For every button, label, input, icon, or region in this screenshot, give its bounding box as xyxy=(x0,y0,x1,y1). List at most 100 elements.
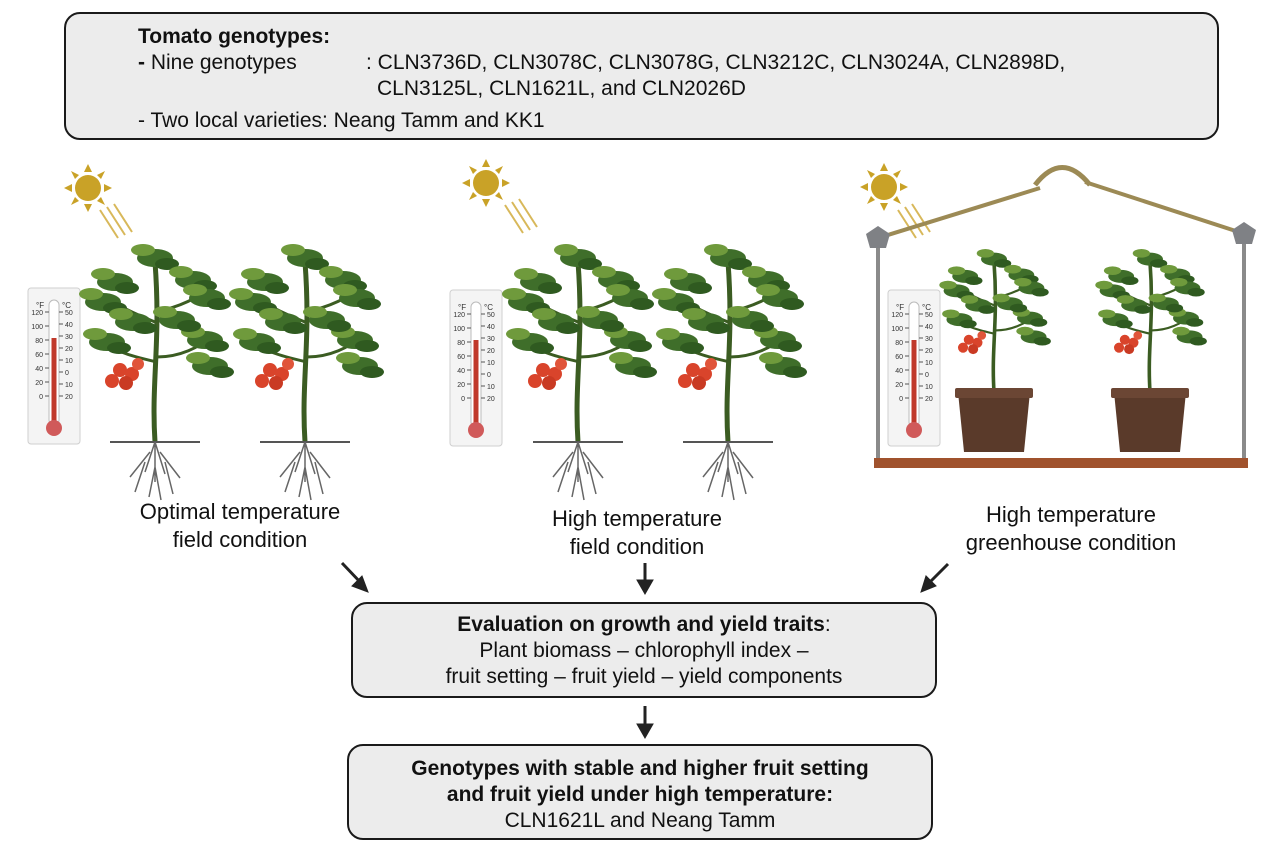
fahrenheit-tick-label: 80 xyxy=(35,338,43,345)
celsius-tick-label: 20 xyxy=(487,396,495,403)
condition-label-line: greenhouse condition xyxy=(965,530,1177,555)
thermometer-labels: °F °C °F °C °F °C xyxy=(36,301,931,312)
fahrenheit-tick-label: 60 xyxy=(35,352,43,359)
evaluation-title-line: Evaluation on growth and yield traits: xyxy=(353,612,935,638)
sun-rays-icon xyxy=(897,203,931,239)
fahrenheit-tick-label: 40 xyxy=(35,366,43,373)
fahrenheit-tick-label: 0 xyxy=(461,396,465,403)
celsius-tick-label: 20 xyxy=(925,396,933,403)
evaluation-line-2: Plant biomass – chlorophyll index – xyxy=(479,639,809,662)
condition-label-line: field condition xyxy=(172,527,308,552)
sun-rays-icon xyxy=(99,203,133,239)
genotypes-title: Tomato genotypes: xyxy=(138,25,331,48)
nine-genotypes-list: : CLN3736D, CLN3078C, CLN3078G, CLN3212C… xyxy=(366,50,1186,102)
tomato-plant-icon xyxy=(502,244,657,442)
pot-icon xyxy=(955,388,1033,452)
celsius-tick-label: 50 xyxy=(925,312,933,319)
celsius-tick-label: 40 xyxy=(487,324,495,331)
flow-arrows xyxy=(340,561,950,740)
nine-genotypes-line: - Nine genotypes xyxy=(138,50,297,76)
evaluation-box: Evaluation on growth and yield traits: P… xyxy=(351,602,937,698)
dash-bullet: - xyxy=(138,51,145,74)
fahrenheit-tick-label: 20 xyxy=(895,382,903,389)
genotype-list-line-1: : CLN3736D, CLN3078C, CLN3078G, CLN3212C… xyxy=(366,51,1066,74)
celsius-tick-label: 10 xyxy=(487,360,495,367)
celsius-tick-label: 50 xyxy=(65,310,73,317)
sun-icon xyxy=(462,159,510,207)
greenhouse-icon xyxy=(866,165,1256,468)
celsius-tick-label: 0 xyxy=(925,372,929,379)
condition-label-optimal-field: Optimal temperature field condition xyxy=(126,498,354,554)
evaluation-title: Evaluation on growth and yield traits xyxy=(457,613,825,636)
pot-icon xyxy=(1111,388,1189,452)
celsius-tick-label: 40 xyxy=(65,322,73,329)
celsius-tick-label: 10 xyxy=(925,360,933,367)
celsius-tick-label: 20 xyxy=(487,348,495,355)
celsius-tick-label: 30 xyxy=(487,336,495,343)
celsius-tick-label: 0 xyxy=(65,370,69,377)
tomato-plant-icon xyxy=(229,244,384,442)
fahrenheit-tick-label: 40 xyxy=(895,368,903,375)
condition-label-line: field condition xyxy=(569,534,705,559)
f-unit-label: °F xyxy=(36,301,44,310)
tomato-plant-icon xyxy=(79,244,234,442)
c-unit-label: °C xyxy=(922,303,931,312)
fahrenheit-tick-label: 120 xyxy=(891,312,903,319)
fahrenheit-tick-label: 60 xyxy=(895,354,903,361)
fahrenheit-tick-label: 80 xyxy=(457,340,465,347)
celsius-tick-label: 10 xyxy=(925,384,933,391)
fahrenheit-tick-label: 0 xyxy=(39,394,43,401)
c-unit-label: °C xyxy=(484,303,493,312)
c-unit-label: °C xyxy=(62,301,71,310)
roots-icon xyxy=(532,441,624,501)
celsius-tick-label: 30 xyxy=(65,334,73,341)
fahrenheit-tick-label: 100 xyxy=(31,324,43,331)
evaluation-title-colon: : xyxy=(824,613,831,636)
fahrenheit-tick-label: 80 xyxy=(895,340,903,347)
potted-tomato-plant-icon xyxy=(939,249,1051,392)
celsius-tick-label: 30 xyxy=(925,336,933,343)
celsius-tick-label: 10 xyxy=(487,384,495,391)
celsius-tick-label: 10 xyxy=(65,358,73,365)
condition-label-high-field: High temperature field condition xyxy=(530,505,744,561)
result-line-2: and fruit yield under high temperature: xyxy=(446,783,834,806)
fahrenheit-tick-label: 40 xyxy=(457,368,465,375)
nine-genotypes-label: Nine genotypes xyxy=(150,51,297,74)
condition-label-line: Optimal temperature xyxy=(139,499,341,524)
result-line-1: Genotypes with stable and higher fruit s… xyxy=(411,757,869,780)
fahrenheit-tick-label: 100 xyxy=(453,326,465,333)
fahrenheit-tick-label: 0 xyxy=(899,396,903,403)
fahrenheit-tick-label: 20 xyxy=(457,382,465,389)
tomato-plant-icon xyxy=(652,244,807,442)
potted-tomato-plant-icon xyxy=(1095,249,1207,392)
result-line-3: CLN1621L and Neang Tamm xyxy=(504,809,776,832)
fahrenheit-tick-label: 120 xyxy=(453,312,465,319)
celsius-tick-label: 20 xyxy=(925,348,933,355)
sun-rays-icon xyxy=(504,198,538,234)
roots-icon xyxy=(682,441,774,501)
roots-icon xyxy=(259,441,351,501)
celsius-tick-label: 40 xyxy=(925,324,933,331)
celsius-tick-label: 10 xyxy=(65,382,73,389)
fahrenheit-tick-label: 20 xyxy=(35,380,43,387)
roots-icon xyxy=(109,441,201,501)
f-unit-label: °F xyxy=(458,303,466,312)
genotypes-box: Tomato genotypes: - Nine genotypes : CLN… xyxy=(64,12,1219,140)
celsius-tick-label: 50 xyxy=(487,312,495,319)
result-box: Genotypes with stable and higher fruit s… xyxy=(347,744,933,840)
condition-label-greenhouse: High temperature greenhouse condition xyxy=(946,501,1196,557)
genotype-list-line-2: CLN3125L, CLN1621L, and CLN2026D xyxy=(377,77,746,100)
sun-icon xyxy=(860,163,908,211)
celsius-tick-label: 20 xyxy=(65,346,73,353)
celsius-tick-label: 20 xyxy=(65,394,73,401)
condition-label-line: High temperature xyxy=(986,502,1156,527)
condition-label-line: High temperature xyxy=(552,506,722,531)
celsius-tick-label: 0 xyxy=(487,372,491,379)
evaluation-line-3: fruit setting – fruit yield – yield comp… xyxy=(445,665,843,688)
f-unit-label: °F xyxy=(896,303,904,312)
fahrenheit-tick-label: 120 xyxy=(31,310,43,317)
sun-icon xyxy=(64,164,112,212)
local-varieties-line: - Two local varieties: Neang Tamm and KK… xyxy=(138,109,545,132)
fahrenheit-tick-label: 60 xyxy=(457,354,465,361)
